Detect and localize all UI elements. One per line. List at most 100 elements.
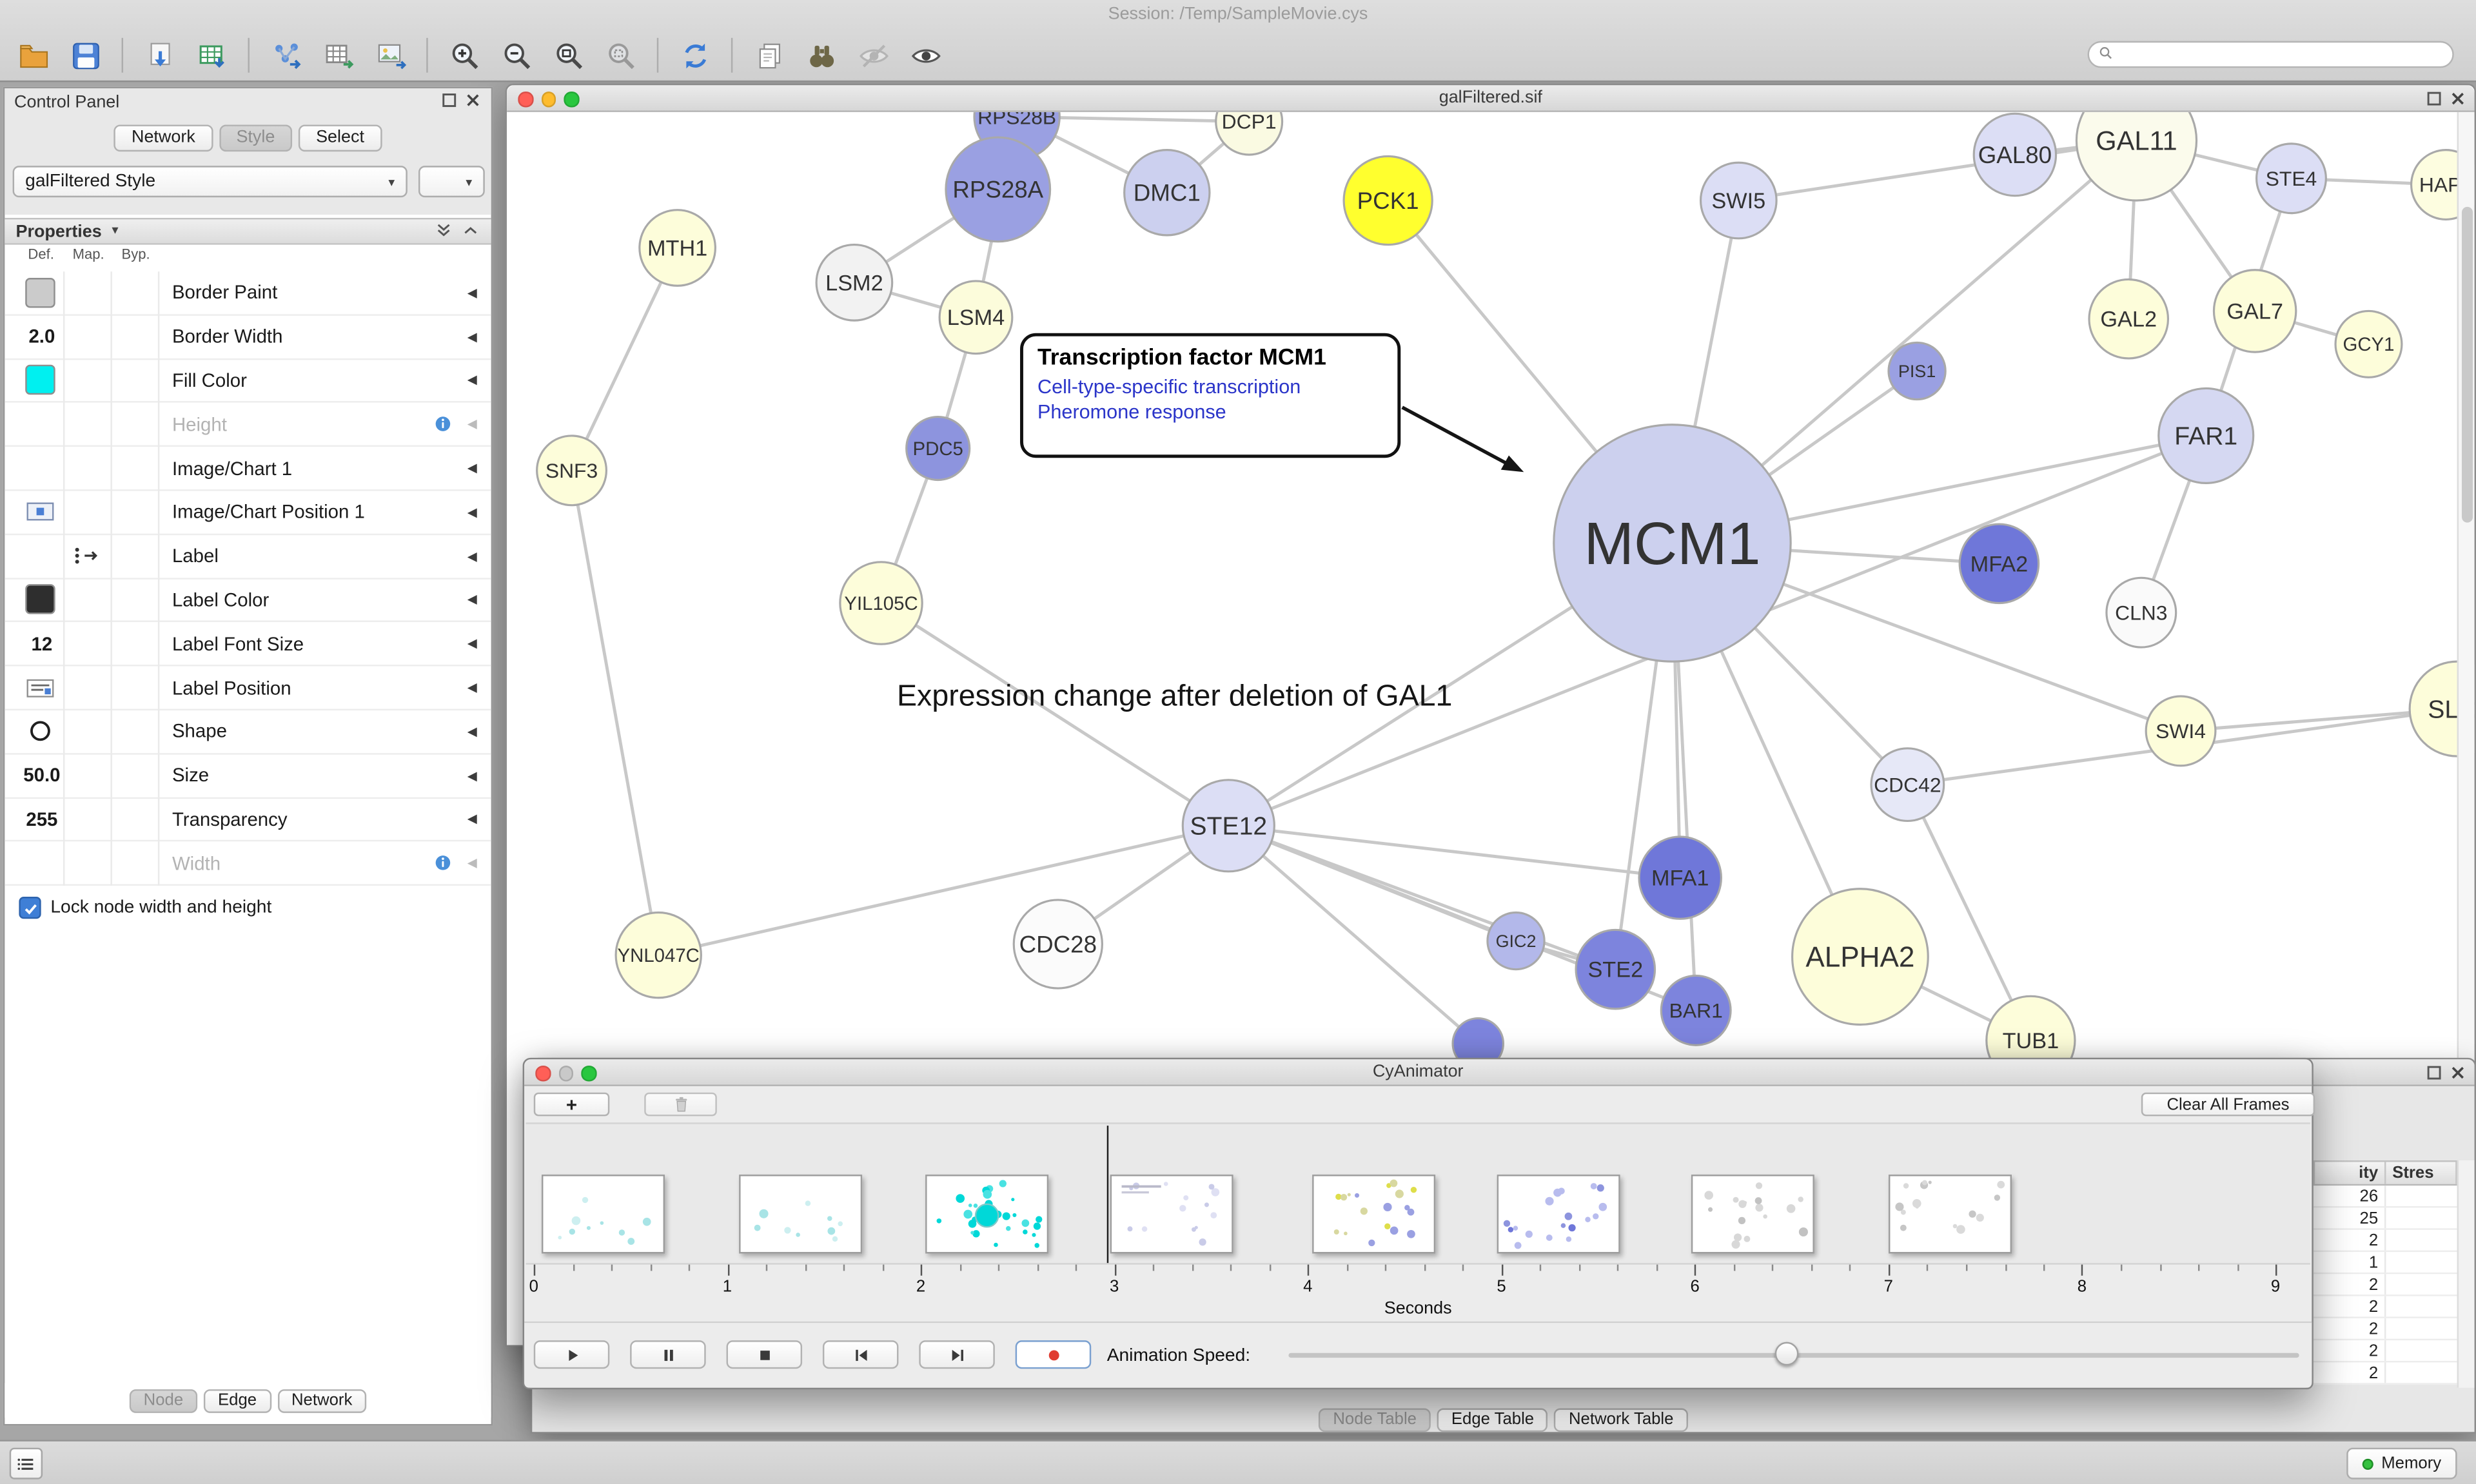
close-icon-slot[interactable] (2449, 1063, 2466, 1085)
table-cell-value[interactable]: 2 (2314, 1296, 2386, 1317)
default-value-cell[interactable]: 255 (17, 797, 65, 841)
node-gic2[interactable]: GIC2 (1486, 911, 1546, 971)
table-column-header-ity[interactable]: ity (2315, 1162, 2386, 1184)
node-rps28a[interactable]: RPS28A (945, 136, 1052, 243)
tab-network-table[interactable]: Network Table (1554, 1407, 1688, 1432)
property-row-image-chart-position-1[interactable]: Image/Chart Position 1◀ (5, 490, 491, 535)
expand-arrow-icon[interactable]: ◀ (467, 285, 477, 300)
node-circle-far1[interactable] (2157, 387, 2255, 484)
mapping-cell[interactable] (64, 578, 112, 622)
float-window-icon-slot[interactable] (2426, 1063, 2443, 1085)
refresh-view-button[interactable] (671, 35, 718, 76)
annotation-box[interactable]: Transcription factor MCM1 Cell-type-spec… (1020, 333, 1401, 458)
node-pis1[interactable]: PIS1 (1887, 341, 1947, 401)
default-value-cell[interactable] (17, 402, 65, 447)
expand-arrow-icon[interactable]: ◀ (467, 373, 477, 388)
prev-frame-button[interactable] (822, 1340, 899, 1369)
bypass-cell[interactable] (112, 315, 160, 359)
node-circle-pdc5[interactable] (905, 415, 971, 482)
node-circle-mth1[interactable] (638, 209, 716, 287)
default-value-cell[interactable] (17, 490, 65, 534)
zoom-window-button[interactable] (581, 1066, 596, 1081)
table-cell-value[interactable]: 1 (2314, 1252, 2386, 1273)
edge-ste12-mfa1[interactable] (1228, 824, 1680, 880)
bypass-cell[interactable] (112, 621, 160, 666)
node-circle-gal7[interactable] (2212, 269, 2297, 353)
node-circle-bar1[interactable] (1660, 974, 1732, 1046)
zoom-window-button[interactable] (564, 92, 579, 107)
edge-swi5-gal11[interactable] (1738, 139, 2137, 202)
float-window-icon-slot[interactable] (2426, 89, 2443, 111)
expand-arrow-icon[interactable]: ◀ (467, 636, 477, 651)
node-gal11[interactable]: GAL11 (2075, 112, 2198, 202)
table-cell-empty[interactable] (2386, 1362, 2459, 1383)
tab-edge-table[interactable]: Edge Table (1437, 1407, 1549, 1432)
node-circle-gal2[interactable] (2088, 278, 2170, 360)
property-row-fill-color[interactable]: Fill Color◀ (5, 358, 491, 404)
mapping-cell[interactable] (64, 841, 112, 886)
import-table-button[interactable] (188, 35, 235, 76)
property-row-width[interactable]: Width◀ (5, 841, 491, 886)
tab-network[interactable]: Network (277, 1388, 367, 1412)
bypass-cell[interactable] (112, 665, 160, 710)
scrollbar-thumb[interactable] (2461, 206, 2472, 523)
export-network-button[interactable] (262, 35, 310, 76)
tab-select[interactable]: Select (299, 124, 382, 151)
node-gal7[interactable]: GAL7 (2212, 269, 2297, 353)
node-circle-alpha2[interactable] (1791, 888, 1929, 1026)
default-value-cell[interactable] (17, 841, 65, 886)
collapse-all-icon-slot[interactable] (434, 219, 453, 243)
expand-arrow-icon[interactable]: ◀ (467, 812, 477, 826)
frame-thumbnail-2[interactable] (739, 1175, 863, 1254)
node-circle-cdc42[interactable] (1870, 747, 1945, 823)
node-circle-swi5[interactable] (1699, 161, 1778, 240)
mapping-cell[interactable] (64, 665, 112, 710)
node-circle-dcp1[interactable] (1215, 112, 1284, 156)
bypass-cell[interactable] (112, 490, 160, 534)
tab-style[interactable]: Style (219, 124, 293, 151)
node-ste2[interactable]: STE2 (1575, 928, 1656, 1010)
node-dmc1[interactable]: DMC1 (1123, 149, 1211, 237)
node-circle-ynl047c[interactable] (614, 911, 702, 999)
edge-ynl047c-ste12[interactable] (658, 824, 1229, 957)
frame-thumbnail-7[interactable] (1691, 1175, 1814, 1254)
table-column-header-stres[interactable]: Stres (2386, 1162, 2457, 1184)
frame-thumbnail-5[interactable] (1312, 1175, 1436, 1254)
mapping-cell[interactable] (64, 490, 112, 534)
bypass-cell[interactable] (112, 797, 160, 841)
expand-arrow-icon[interactable]: ◀ (467, 461, 477, 476)
node-circle-yil105c[interactable] (839, 561, 923, 645)
stop-button[interactable] (726, 1340, 803, 1369)
node-cdc42[interactable]: CDC42 (1870, 747, 1945, 823)
bypass-cell[interactable] (112, 841, 160, 886)
minimize-window-button[interactable] (558, 1066, 573, 1081)
save-session-button[interactable] (62, 35, 109, 76)
search-box[interactable] (2087, 41, 2454, 68)
table-cell-empty[interactable] (2386, 1207, 2459, 1229)
expand-all-icon-slot[interactable] (461, 219, 480, 243)
node-circle-gal11[interactable] (2075, 112, 2198, 202)
delete-frame-button[interactable] (644, 1092, 717, 1117)
node-lsm2[interactable]: LSM2 (815, 244, 894, 322)
snapshot-button[interactable] (745, 35, 792, 76)
annotation-link-pheromone-response[interactable]: Pheromone response (1037, 401, 1226, 424)
node-dcp1[interactable]: DCP1 (1215, 112, 1284, 156)
close-window-button[interactable] (518, 92, 533, 107)
next-frame-button[interactable] (919, 1340, 995, 1369)
annotation-link-cell-type-specific-transcription[interactable]: Cell-type-specific transcription (1037, 375, 1301, 397)
node-swi5[interactable]: SWI5 (1699, 161, 1778, 240)
default-value-cell[interactable] (17, 446, 65, 491)
node-swi4[interactable]: SWI4 (2145, 695, 2217, 767)
mapping-cell[interactable] (64, 271, 112, 315)
minimize-window-button[interactable] (540, 92, 556, 107)
property-row-image-chart-1[interactable]: Image/Chart 1◀ (5, 446, 491, 491)
frames-timeline[interactable] (526, 1122, 2310, 1265)
default-value-cell[interactable] (17, 709, 65, 754)
node-mth1[interactable]: MTH1 (638, 209, 716, 287)
export-table-button[interactable] (314, 35, 361, 76)
node-ste12[interactable]: STE12 (1181, 779, 1275, 873)
frame-thumbnail-8[interactable] (1888, 1175, 2012, 1254)
expand-arrow-icon[interactable]: ◀ (467, 855, 477, 871)
close-icon-slot[interactable] (2449, 89, 2466, 111)
frame-thumbnail-3[interactable] (925, 1175, 1049, 1254)
